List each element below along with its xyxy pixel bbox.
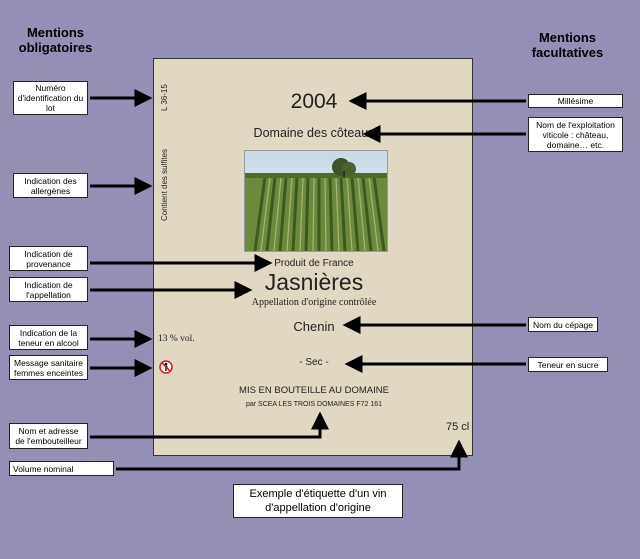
box-sugar: Teneur en sucre: [528, 357, 608, 372]
wine-label: L 36-15 Contient des sulfites 2004 Domai…: [153, 58, 473, 456]
pregnant-woman-icon: [159, 360, 173, 374]
label-grape: Chenin: [293, 319, 335, 334]
label-volume: 75 cl: [446, 421, 470, 433]
box-estate: Nom de l'exploitation viticole : château…: [528, 117, 623, 152]
box-allergens: Indication des allergènes: [13, 173, 88, 198]
caption: Exemple d'étiquette d'un vin d'appellati…: [233, 484, 403, 518]
label-origin: Produit de France: [274, 258, 354, 269]
vineyard-photo: [244, 150, 388, 252]
label-bottling: MIS EN BOUTEILLE AU DOMAINE: [239, 385, 389, 396]
box-lot-number: Numéro d'identification du lot: [13, 81, 88, 115]
label-appellation: Appellation d'origine contrôlée: [251, 297, 377, 308]
box-volume: Volume nominal: [9, 461, 114, 476]
box-origin: Indication de provenance: [9, 246, 88, 271]
heading-mandatory: Mentions obligatoires: [18, 25, 93, 55]
label-bottler-address: par SCEA LES TROIS DOMAINES F72 161: [245, 401, 383, 408]
label-alcohol: 13 % vol.: [158, 334, 195, 344]
label-year: 2004: [290, 90, 338, 113]
label-wine-name: Jasnières: [264, 269, 364, 295]
arrow-volume: [116, 439, 468, 471]
box-pregnant-warning: Message sanitaire femmes enceintes: [9, 355, 88, 380]
arrow-bottler: [90, 411, 329, 439]
box-vintage: Millésime: [528, 94, 623, 108]
label-sugar: - Sec -: [299, 357, 329, 368]
heading-optional: Mentions facultatives: [531, 30, 604, 60]
label-estate: Domaine des côteaux: [253, 126, 375, 140]
box-alcohol: Indication de la teneur en alcool: [9, 325, 88, 350]
box-appellation: Indication de l'appellation: [9, 277, 88, 302]
box-grape: Nom du cépage: [528, 317, 598, 332]
box-bottler: Nom et adresse de l'embouteilleur: [9, 423, 88, 449]
